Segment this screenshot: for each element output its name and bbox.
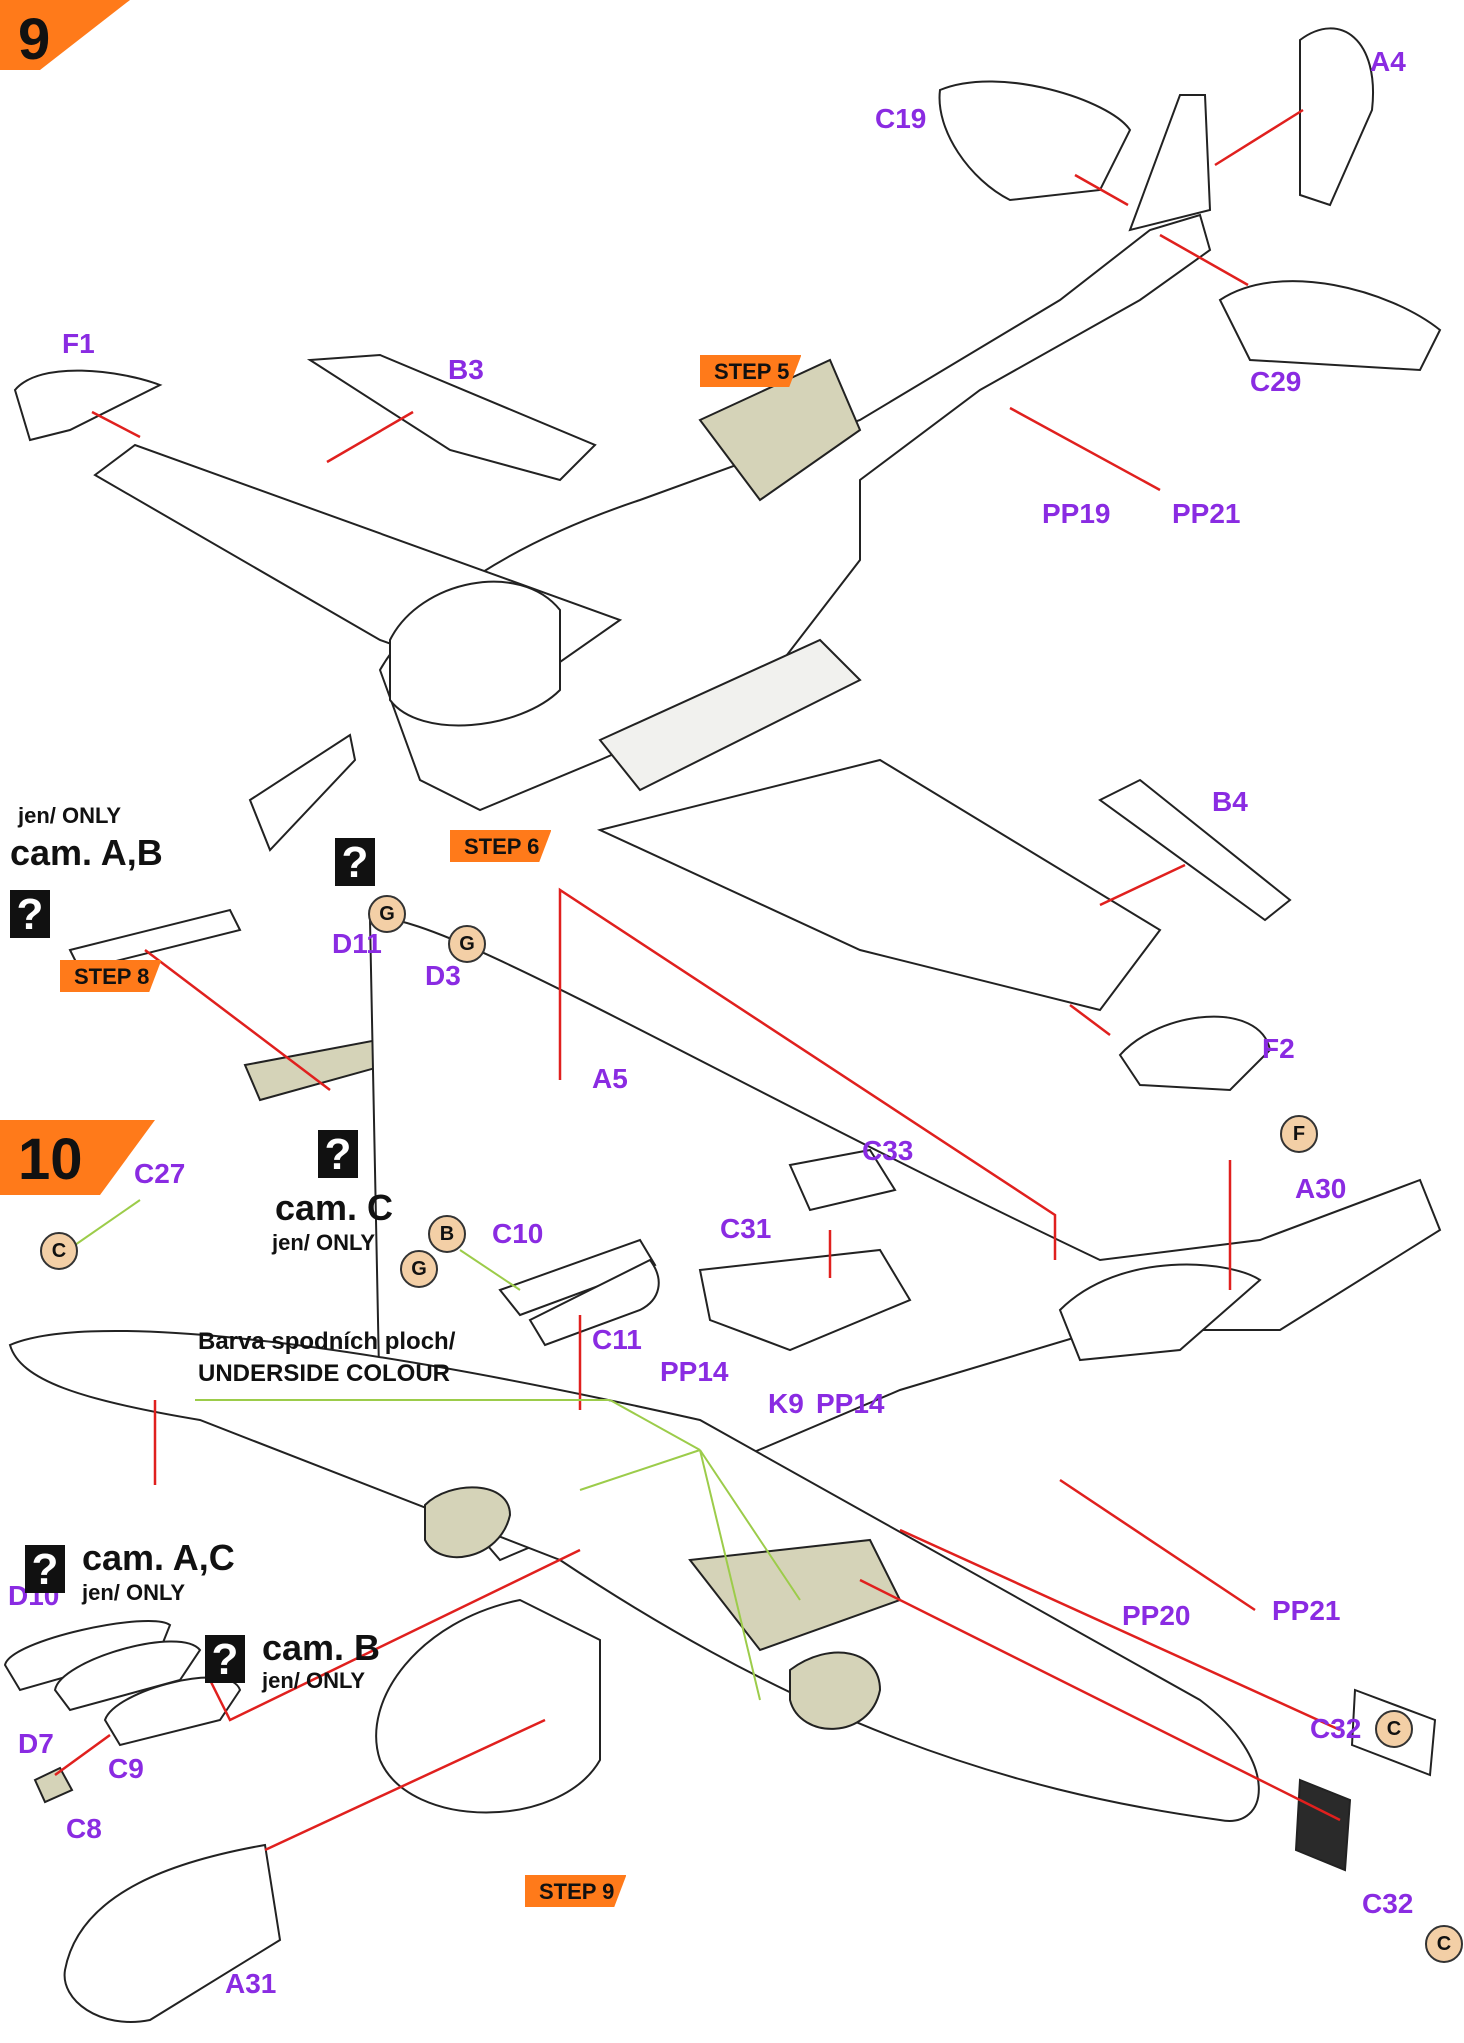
step10-badge bbox=[0, 1120, 155, 1195]
engine-cowl-9 bbox=[389, 580, 561, 727]
note-cam-ac-2: jen/ ONLY bbox=[82, 1580, 186, 1605]
part-c31 bbox=[698, 1248, 912, 1352]
cowl-10 bbox=[375, 1598, 601, 1814]
note-cam-b-2: jen/ ONLY bbox=[262, 1668, 366, 1693]
part-c10 bbox=[498, 1238, 657, 1317]
leader-lines bbox=[74, 1199, 801, 1701]
label-b3: B3 bbox=[448, 354, 484, 385]
part-f2 bbox=[1118, 1015, 1272, 1092]
right-wing-9 bbox=[597, 758, 1162, 1012]
label-d3: D3 bbox=[425, 960, 461, 991]
part-d10 bbox=[3, 1620, 172, 1692]
note-underside-1: Barva spodních ploch/ bbox=[198, 1328, 456, 1355]
step9-tag: STEP 9 bbox=[525, 1875, 627, 1907]
label-pp20: PP20 bbox=[1122, 1600, 1191, 1631]
note-cam-c-1: cam. C bbox=[275, 1187, 394, 1228]
paint-chip-icon: C bbox=[40, 1232, 78, 1270]
label-c8: C8 bbox=[66, 1813, 102, 1844]
label-f1: F1 bbox=[62, 328, 95, 359]
label-a5: A5 bbox=[592, 1063, 628, 1094]
label-c32-b: C32 bbox=[1362, 1888, 1414, 1919]
label-pp21-b: PP21 bbox=[1272, 1595, 1341, 1626]
part-b3 bbox=[306, 353, 597, 482]
step6-tag: STEP 6 bbox=[450, 830, 552, 862]
step10-number-box: 10 bbox=[0, 1120, 150, 1192]
part-c11 bbox=[528, 1258, 660, 1347]
label-a4: A4 bbox=[1370, 46, 1406, 77]
label-a31: A31 bbox=[225, 1968, 277, 1999]
wheel-well-10 bbox=[789, 1651, 882, 1730]
note-cam-c-2: jen/ ONLY bbox=[272, 1230, 376, 1255]
underside-wing-10 bbox=[8, 1329, 1260, 1822]
note-underside-2: UNDERSIDE COLOUR bbox=[198, 1360, 451, 1387]
part-c33 bbox=[788, 1148, 897, 1212]
step9-number: 9 bbox=[18, 7, 51, 72]
note-only-ab-1: jen/ ONLY bbox=[18, 803, 122, 828]
label-d7: D7 bbox=[18, 1728, 54, 1759]
label-pp21-a: PP21 bbox=[1172, 498, 1241, 529]
paint-chip-icon: G bbox=[448, 925, 486, 963]
fuselage-10 bbox=[368, 917, 1442, 1562]
part-d7 bbox=[53, 1640, 202, 1712]
part-b4 bbox=[1098, 778, 1292, 922]
label-c10: C10 bbox=[492, 1218, 544, 1249]
step8-tag: STEP 8 bbox=[60, 960, 162, 992]
part-c19 bbox=[938, 80, 1132, 202]
question-icon: ? bbox=[205, 1635, 245, 1684]
paint-chip-icon: G bbox=[400, 1250, 438, 1288]
tailplane-10 bbox=[1058, 1263, 1262, 1362]
label-c27: C27 bbox=[134, 1158, 186, 1189]
label-b4: B4 bbox=[1212, 786, 1248, 817]
part-a4 bbox=[1299, 27, 1374, 207]
step5-tag: STEP 5 bbox=[700, 355, 802, 387]
paint-chip-icon: C bbox=[1375, 1710, 1413, 1748]
paint-chip-icon: F bbox=[1280, 1115, 1318, 1153]
assembly-arrows bbox=[54, 108, 1341, 1852]
label-pp14-b: PP14 bbox=[816, 1388, 885, 1419]
label-pp14-a: PP14 bbox=[660, 1356, 729, 1387]
step9-badge bbox=[0, 0, 130, 70]
label-c29: C29 bbox=[1250, 366, 1302, 397]
question-icon: ? bbox=[25, 1545, 65, 1594]
part-d-flap bbox=[248, 733, 357, 852]
label-c9: C9 bbox=[108, 1753, 144, 1784]
label-c32-a: C32 bbox=[1310, 1713, 1362, 1744]
step9-number-box: 9 bbox=[0, 0, 150, 72]
part-f1 bbox=[13, 369, 163, 442]
wheel-well-left-10 bbox=[424, 1486, 512, 1559]
part-c29 bbox=[1218, 280, 1442, 372]
label-k9: K9 bbox=[768, 1388, 804, 1419]
label-c31: C31 bbox=[720, 1213, 772, 1244]
note-cam-b-1: cam. B bbox=[262, 1627, 381, 1668]
label-pp19: PP19 bbox=[1042, 498, 1111, 529]
part-c32-bottom bbox=[1294, 1778, 1352, 1872]
label-c11: C11 bbox=[592, 1324, 642, 1355]
question-icon: ? bbox=[318, 1130, 358, 1179]
paint-chip-icon: G bbox=[368, 895, 406, 933]
note-cam-ac-1: cam. A,C bbox=[82, 1537, 235, 1578]
note-only-ab-2: cam. A,B bbox=[10, 832, 163, 873]
paint-chip-icon: B bbox=[428, 1215, 466, 1253]
paint-chip-icon: C bbox=[1425, 1925, 1463, 1963]
fin-9 bbox=[1128, 94, 1212, 232]
label-c33: C33 bbox=[862, 1135, 914, 1166]
question-icon: ? bbox=[10, 890, 50, 939]
question-icon: ? bbox=[335, 838, 375, 887]
label-a30: A30 bbox=[1295, 1173, 1347, 1204]
step10-number: 10 bbox=[18, 1127, 83, 1192]
radiator-9 bbox=[598, 638, 862, 792]
label-d11: D11 bbox=[332, 928, 382, 959]
part-c9 bbox=[103, 1676, 242, 1747]
part-a31 bbox=[63, 1843, 282, 2023]
label-f2: F2 bbox=[1262, 1033, 1295, 1064]
part-c8 bbox=[33, 1766, 74, 1804]
label-c19: C19 bbox=[875, 103, 927, 134]
